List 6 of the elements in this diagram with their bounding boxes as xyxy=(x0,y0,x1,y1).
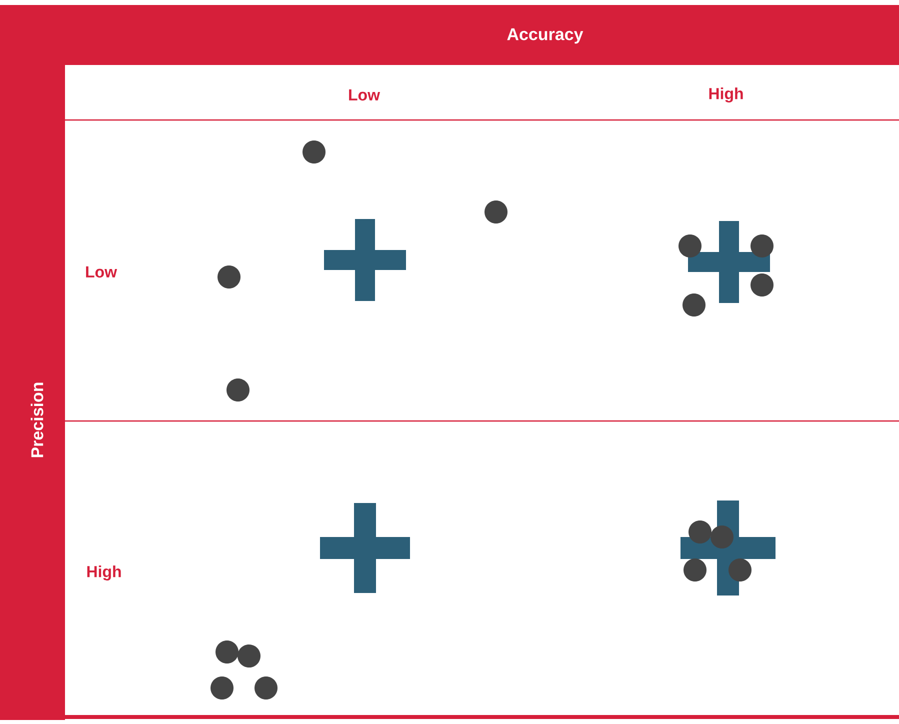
column-heading: Low xyxy=(349,89,380,101)
row-heading: High xyxy=(87,566,121,580)
row-heading: Low xyxy=(86,266,118,278)
column-heading: High xyxy=(709,88,743,102)
side-band: Precision xyxy=(0,65,65,720)
header-band: Accuracy xyxy=(0,5,899,65)
